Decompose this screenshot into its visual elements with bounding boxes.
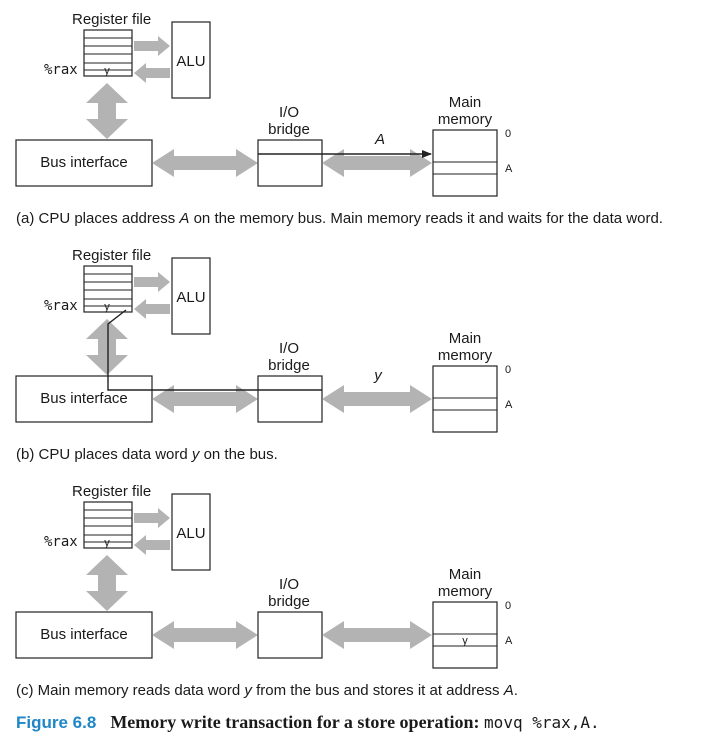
register-file-label: Register file — [72, 247, 151, 264]
alu-box — [171, 21, 211, 99]
caption-a: (a) CPU places address A on the memory b… — [16, 210, 663, 227]
alu-to-regfile-arrow — [134, 63, 170, 83]
data-path-line — [107, 309, 322, 391]
rax-label: %rax — [44, 62, 78, 78]
alu-label: ALU — [176, 289, 205, 306]
main-memory-label-line1: Main — [449, 330, 482, 347]
io-bridge-box — [257, 139, 323, 187]
caption-c: (c) Main memory reads data word y from t… — [16, 682, 518, 699]
io-bridge-box — [257, 611, 323, 659]
register-file-label: Register file — [72, 11, 151, 28]
io-bridge-box — [257, 375, 323, 423]
panel-b: Register file %rax y ALU Bus interface I… — [15, 247, 513, 463]
regfile-bus-arrow — [86, 83, 128, 139]
alu-to-regfile-arrow — [134, 535, 170, 555]
caption-b: (b) CPU places data word y on the bus. — [16, 446, 278, 463]
alu-label: ALU — [176, 53, 205, 70]
bus-interface-label: Bus interface — [40, 390, 128, 407]
panel-c: Register file %rax y ALU Bus interface I… — [15, 483, 518, 699]
memory-bus-arrow — [322, 385, 432, 413]
regfile-to-alu-arrow — [134, 36, 170, 56]
figure-title: Memory write transaction for a store ope… — [110, 712, 484, 732]
memory-bus-arrow — [322, 149, 432, 177]
panel-a: Register file %rax y ALU Bus interface I… — [15, 11, 663, 227]
io-bridge-label-line2: bridge — [268, 121, 310, 138]
address-zero-label: 0 — [505, 600, 511, 612]
bus-interface-label: Bus interface — [40, 626, 128, 643]
io-bridge-label-line2: bridge — [268, 593, 310, 610]
io-bridge-label-line1: I/O — [279, 576, 299, 593]
address-a-label: A — [505, 163, 513, 175]
memory-bus-arrow — [322, 621, 432, 649]
register-value: y — [104, 301, 110, 313]
system-bus-arrow — [152, 621, 258, 649]
register-file — [83, 265, 133, 313]
register-file-label: Register file — [72, 483, 151, 500]
memory-cell-value: y — [462, 635, 468, 647]
address-zero-label: 0 — [505, 364, 511, 376]
register-file — [83, 501, 133, 549]
figure-code: movq %rax,A. — [484, 713, 600, 732]
io-bridge-label-line2: bridge — [268, 357, 310, 374]
register-file — [83, 29, 133, 77]
alu-label: ALU — [176, 525, 205, 542]
regfile-to-alu-arrow — [134, 508, 170, 528]
bus-value: y — [373, 367, 383, 384]
regfile-to-alu-arrow — [134, 272, 170, 292]
bus-interface-box — [15, 611, 153, 659]
main-memory-label-line2: memory — [438, 347, 493, 364]
bus-value: A — [374, 131, 385, 148]
figure-number: Figure 6.8 — [16, 713, 96, 732]
system-bus-arrow — [152, 385, 258, 413]
bus-interface-box — [15, 375, 153, 423]
bus-interface-label: Bus interface — [40, 154, 128, 171]
alu-box — [171, 493, 211, 571]
rax-label: %rax — [44, 534, 78, 550]
alu-to-regfile-arrow — [134, 299, 170, 319]
main-memory-box — [432, 129, 498, 197]
figure-caption: Figure 6.8 Memory write transaction for a… — [16, 712, 600, 732]
main-memory-label-line1: Main — [449, 94, 482, 111]
address-zero-label: 0 — [505, 128, 511, 140]
system-bus-arrow — [152, 149, 258, 177]
main-memory-label-line1: Main — [449, 566, 482, 583]
register-value: y — [104, 65, 110, 77]
rax-label: %rax — [44, 298, 78, 314]
io-bridge-label-line1: I/O — [279, 104, 299, 121]
figure-caption-text: Figure 6.8 Memory write transaction for a… — [16, 712, 600, 732]
main-memory-box — [432, 365, 498, 433]
address-a-label: A — [505, 399, 513, 411]
alu-box — [171, 257, 211, 335]
register-value: y — [104, 537, 110, 549]
io-bridge-label-line1: I/O — [279, 340, 299, 357]
main-memory-label-line2: memory — [438, 111, 493, 128]
regfile-bus-arrow — [86, 555, 128, 611]
bus-interface-box — [15, 139, 153, 187]
main-memory-label-line2: memory — [438, 583, 493, 600]
regfile-bus-arrow — [86, 319, 128, 375]
address-a-label: A — [505, 635, 513, 647]
main-memory-box — [432, 601, 498, 669]
